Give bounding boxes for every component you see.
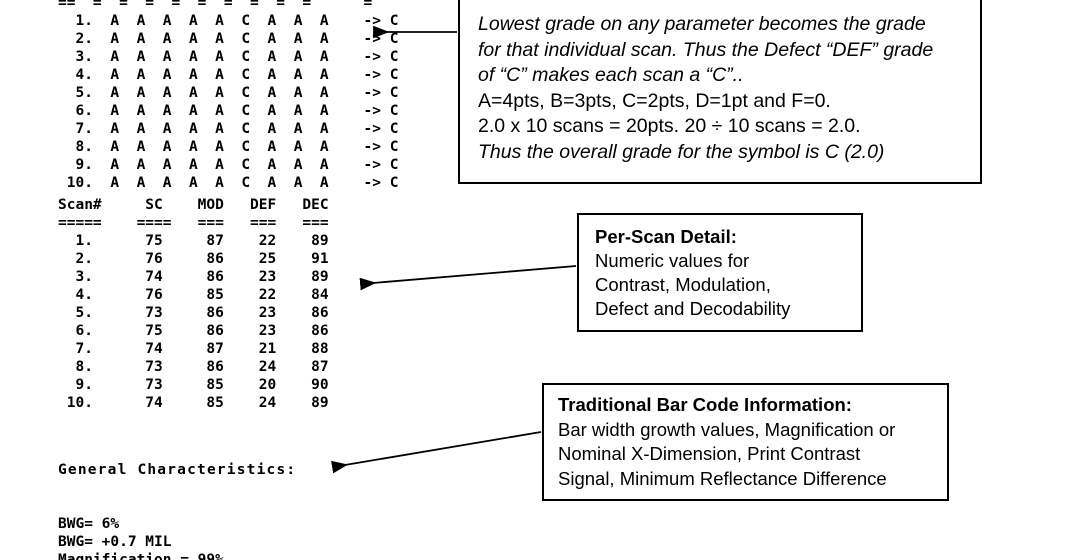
general-characteristics-title: General Characteristics: — [58, 462, 297, 478]
callout-overall-grade-line-5: 2.0 x 10 scans = 20pts. 20 ÷ 10 scans = … — [478, 115, 861, 137]
callout-traditional-line-1: Bar width growth values, Magnification o… — [558, 418, 896, 440]
callout-per-scan-line-3: Defect and Decodability — [595, 298, 791, 319]
callout-overall-grade-line-6: Thus the overall grade for the symbol is… — [478, 140, 885, 163]
callout-per-scan-line-2: Contrast, Modulation, — [595, 274, 771, 295]
per-scan-detail-table: Scan# SC MOD DEF DEC ===== ==== === === … — [58, 197, 329, 411]
callout-overall-grade-line-1: Lowest grade on any parameter becomes th… — [478, 13, 926, 35]
callout-overall-grade-line-3: of “C” makes each scan a “C”.. — [478, 64, 744, 86]
general-characteristics-values: BWG= 6% BWG= +0.7 MIL Magnification = 99… — [58, 516, 224, 560]
callout-traditional-heading: Traditional Bar Code Information: — [558, 394, 852, 415]
general-characteristics-block: General Characteristics: BWG= 6% BWG= +0… — [58, 425, 296, 560]
callout-overall-grade-line-4: A=4pts, B=3pts, C=2pts, D=1pt and F=0. — [478, 89, 831, 112]
callout-per-scan-heading: Per-Scan Detail: — [595, 226, 737, 247]
callout-overall-grade: Lowest grade on any parameter becomes th… — [458, 0, 982, 184]
callout-overall-grade-line-2: for that individual scan. Thus the Defec… — [478, 38, 934, 61]
callout-traditional-line-3: Signal, Minimum Reflectance Difference — [558, 467, 887, 489]
callout-traditional-barcode-info: Traditional Bar Code Information: Bar wi… — [542, 383, 949, 501]
callout-per-scan-line-1: Numeric values for — [595, 250, 750, 271]
arrow-to-scan-detail-table — [359, 265, 577, 291]
grade-matrix-listing: == = = = = = = = = = = 1. A A A A A C A … — [58, 0, 399, 191]
callout-traditional-line-2: Nominal X-Dimension, Print Contrast — [558, 443, 861, 464]
arrow-to-general-characteristics — [331, 431, 542, 474]
callout-per-scan-detail: Per-Scan Detail: Numeric values for Cont… — [577, 213, 863, 332]
